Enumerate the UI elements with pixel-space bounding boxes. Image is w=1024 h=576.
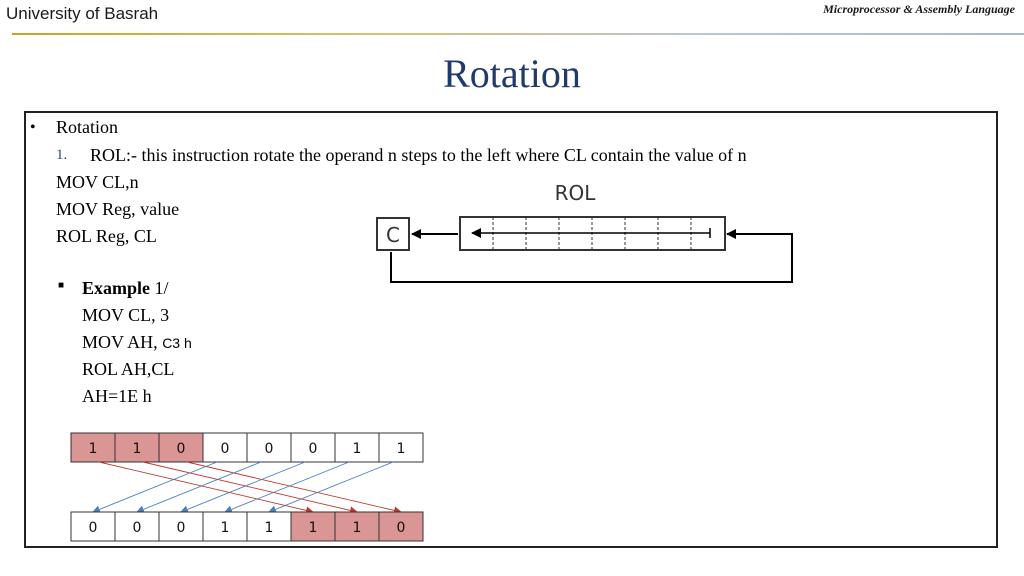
bits-before-cell [202, 432, 248, 463]
shift-arrow [224, 461, 350, 514]
bits-after-cell [334, 511, 380, 542]
bits-before-cell [290, 432, 336, 463]
example-line-2-value: C3 h [162, 335, 192, 351]
bits-after-cell [202, 511, 248, 542]
bits-after-bit: 0 [89, 520, 98, 536]
bits-before-bit: 1 [353, 441, 362, 457]
code-line-1: MOV CL,n [56, 172, 139, 192]
bits-after-cell [290, 511, 336, 542]
wrap-arrow [98, 461, 314, 515]
bits-before-bit: 1 [133, 441, 142, 457]
bits-after-bit: 1 [309, 520, 318, 536]
code-line-3: ROL Reg, CL [56, 226, 157, 246]
bits-before-bit: 1 [397, 441, 406, 457]
example-heading: Example 1/ [82, 278, 169, 299]
bullet-rotation: Rotation [56, 117, 118, 137]
bits-after-cell [158, 511, 204, 542]
example-suffix: 1/ [154, 278, 169, 298]
rol-diagram-title: ROL [555, 181, 597, 205]
bits-after-bit: 0 [397, 520, 406, 536]
example-line-3: ROL AH,CL [82, 359, 175, 379]
bits-after-cell [378, 511, 424, 542]
bits-after-bit: 1 [353, 520, 362, 536]
shift-arrow [268, 461, 394, 514]
header-divider [12, 33, 1024, 35]
example-line-2-prefix: MOV AH, [82, 332, 163, 352]
shift-arrow [180, 461, 306, 514]
course-name: Microprocessor & Assembly Language [823, 2, 1015, 16]
bits-after-bit: 0 [177, 520, 186, 536]
carry-box [376, 217, 410, 251]
slide-title: Rotation [443, 51, 581, 96]
example-line-1: MOV CL, 3 [82, 305, 170, 325]
bits-before-bit: 0 [309, 441, 318, 457]
feedback-path [390, 229, 793, 283]
bits-before-bit: 0 [265, 441, 274, 457]
example-line-2: MOV AH, C3 h [82, 332, 192, 353]
bits-after-bit: 1 [265, 520, 274, 536]
wrap-arrow [142, 461, 358, 515]
bits-before-bit: 0 [177, 441, 186, 457]
bits-before-bit: 0 [221, 441, 230, 457]
bullet-dot: • [30, 119, 36, 136]
rol-description: ROL:- this instruction rotate the operan… [90, 145, 747, 165]
bits-after-bit: 0 [133, 520, 142, 536]
bit-rotation-example: 1 1 0 0 0 0 1 1 0 0 0 1 1 1 1 0 [70, 432, 424, 542]
rol-diagram: ROL C [376, 181, 793, 283]
shift-arrow [136, 461, 262, 514]
bits-after-cell [246, 511, 292, 542]
item-number: 1. [56, 147, 68, 163]
carry-label: C [386, 223, 400, 247]
bits-before-cell [158, 432, 204, 463]
bits-before-cell [378, 432, 424, 463]
bits-before-bit: 1 [89, 441, 98, 457]
shift-arrow [92, 461, 218, 514]
code-line-2: MOV Reg, value [56, 199, 180, 219]
bits-before-cell [246, 432, 292, 463]
bits-after-bit: 1 [221, 520, 230, 536]
university-name: University of Basrah [6, 4, 159, 23]
content-box [24, 111, 998, 548]
example-label: Example [82, 278, 151, 298]
example-result: AH=1E h [82, 386, 152, 406]
wrap-arrow [186, 461, 402, 515]
bits-after-cell [114, 511, 160, 542]
example-bullet: ■ [58, 280, 65, 291]
